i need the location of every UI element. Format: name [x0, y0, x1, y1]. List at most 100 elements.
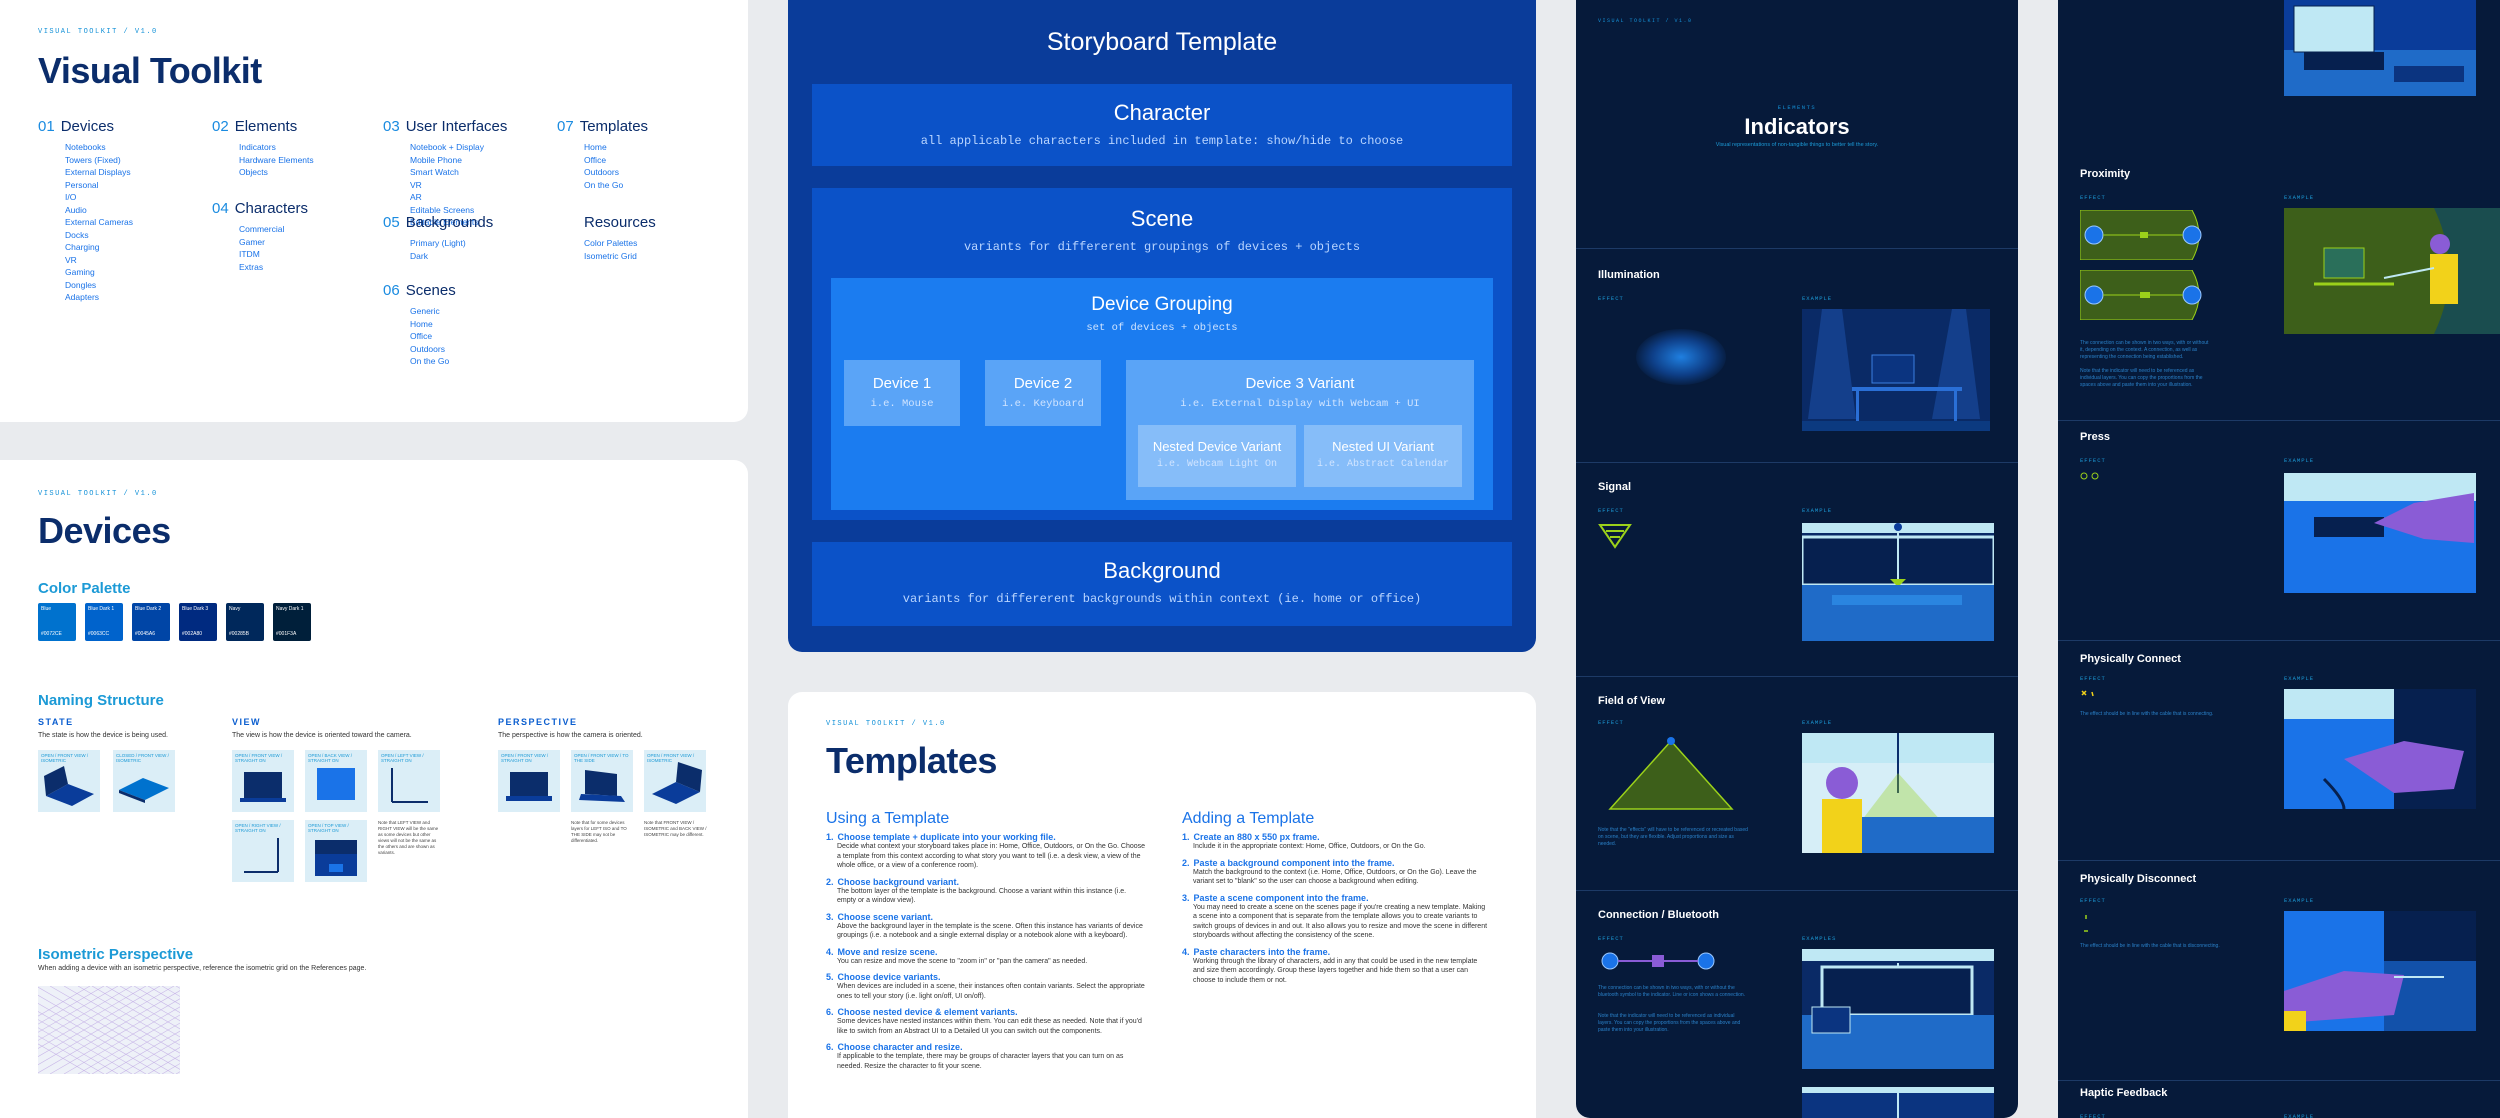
toc-link[interactable]: Charging	[65, 242, 100, 252]
fov-example	[1802, 733, 1994, 853]
disconnect-icon	[2084, 915, 2088, 932]
step-desc: The bottom layer of the template is the …	[837, 887, 1127, 905]
interactions-panel: Proximity EFFECT EXAMPLE The connection …	[2058, 0, 2500, 1118]
device-1: Device 1 i.e. Mouse	[844, 360, 960, 426]
step-desc: Working through the library of character…	[1193, 957, 1478, 984]
eyebrow: VISUAL TOOLKIT / V1.0	[826, 720, 946, 728]
perspective-thumb-straight: OPEN / FRONT VIEW / STRAIGHT ON	[498, 750, 560, 812]
view-desc: The view is how the device is oriented t…	[232, 732, 412, 739]
page-title: Indicators	[1744, 114, 1850, 139]
toc-link[interactable]: Outdoors	[584, 167, 619, 177]
perspective-note-1: Note that for some devices layers for LE…	[571, 820, 627, 843]
toc-link[interactable]: Office	[410, 331, 433, 341]
toc-link[interactable]: Notebooks	[65, 142, 106, 152]
toc-link[interactable]: External Cameras	[65, 217, 134, 227]
haptic-section: Haptic Feedback EFFECT EXAMPLE	[2058, 1080, 2500, 1118]
toc-link[interactable]: Home	[584, 142, 607, 152]
connect-section: Physically Connect EFFECT EXAMPLE The ef…	[2058, 640, 2500, 849]
view-thumb-left: OPEN / LEFT VIEW / STRAIGHT ON	[378, 750, 440, 812]
step-title: 2.Paste a background component into the …	[1182, 857, 1395, 868]
step-desc: Some devices have nested instances withi…	[837, 1018, 1142, 1035]
toc-link[interactable]: Smart Watch	[410, 167, 459, 177]
step-title: 3.Choose scene variant.	[826, 911, 934, 922]
step-title: 6.Choose character and resize.	[826, 1042, 963, 1052]
using-title: Using a Template	[826, 810, 950, 827]
toc-link[interactable]: Dark	[410, 250, 428, 261]
perspective-thumb-iso: OPEN / FRONT VIEW / ISOMETRIC	[644, 750, 706, 812]
toc-link[interactable]: VR	[65, 254, 77, 265]
toc-link[interactable]: External Displays	[65, 167, 131, 177]
connection-section: Connection / Bluetooth EFFECT EXAMPLES T…	[1576, 890, 2018, 1118]
toc-link[interactable]: Editable Elements	[410, 217, 479, 227]
step-title: 6.Choose nested device & element variant…	[826, 1007, 1018, 1017]
perspective-note-2: Note that FRONT VIEW / ISOMETRIC and BAC…	[644, 820, 707, 837]
toc-link[interactable]: Indicators	[239, 142, 276, 152]
disconnect-example	[2284, 911, 2476, 1031]
connection-example-1	[1802, 949, 1994, 1069]
eyebrow: VISUAL TOOLKIT / V1.0	[1598, 18, 1693, 24]
perspective-thumb-side: OPEN / FRONT VIEW / TO THE SIDE	[571, 750, 633, 812]
toc-link[interactable]: Mobile Phone	[410, 154, 462, 165]
step-desc: Include it in the appropriate context: H…	[1193, 843, 1426, 850]
toc-link[interactable]: Outdoors	[410, 343, 445, 354]
step-title: 2.Choose background variant.	[826, 876, 960, 887]
nested-device-variant: Nested Device Variant i.e. Webcam Light …	[1138, 425, 1296, 487]
step-title: 5.Choose device variants.	[826, 972, 941, 982]
connection-example-2	[1802, 1087, 1994, 1118]
page-title: Visual Toolkit	[38, 50, 262, 91]
toc-link[interactable]: Editable Screens	[410, 204, 475, 215]
toc-link[interactable]: Gamer	[239, 236, 265, 247]
toc-link[interactable]: Commercial	[239, 224, 285, 234]
eyebrow: VISUAL TOOLKIT / V1.0	[38, 490, 158, 498]
kicker: ELEMENTS	[1777, 104, 1817, 111]
toc-link[interactable]: Adapters	[65, 292, 100, 302]
toc-link[interactable]: I/O	[65, 192, 77, 202]
fov-effect	[1608, 737, 1734, 810]
toc-link[interactable]: Isometric Grid	[584, 250, 637, 261]
toc-link[interactable]: Office	[584, 154, 607, 165]
toc-link[interactable]: Generic	[410, 306, 440, 316]
toc-link[interactable]: Dongles	[65, 279, 97, 290]
illumination-section: Illumination EFFECT EXAMPLE	[1576, 248, 2018, 463]
naming-title: Naming Structure	[38, 692, 164, 709]
toc-link[interactable]: Towers (Fixed)	[65, 154, 121, 165]
toc-link[interactable]: Hardware Elements	[239, 154, 314, 165]
step-desc: When devices are included in a scene, th…	[837, 983, 1145, 1000]
toc-link[interactable]: Color Palettes	[584, 238, 638, 248]
view-title: VIEW	[232, 717, 262, 727]
toc-link[interactable]: On the Go	[584, 179, 624, 190]
toc-link[interactable]: Objects	[239, 167, 268, 177]
toc-link[interactable]: Notebook + Display	[410, 142, 484, 152]
view-thumb-back: OPEN / BACK VIEW / STRAIGHT ON	[305, 750, 367, 812]
toc-link[interactable]: Docks	[65, 229, 89, 240]
background-layer: Background variants for differerent back…	[812, 542, 1512, 626]
toc-link[interactable]: Audio	[65, 204, 87, 215]
connect-example	[2284, 689, 2476, 809]
toc-link[interactable]: VR	[410, 179, 422, 190]
device-2: Device 2 i.e. Keyboard	[985, 360, 1101, 426]
view-note: Note that LEFT VIEW and RIGHT VIEW will …	[378, 820, 439, 855]
toc-link[interactable]: ITDM	[239, 249, 260, 259]
step-desc: You may need to create a scene on the sc…	[1193, 903, 1488, 940]
color-swatch: Navy Dark 1#001F3A	[273, 603, 311, 641]
color-swatch: Blue#0072CE	[38, 603, 76, 641]
toc-link[interactable]: Home	[410, 318, 433, 329]
storyboard-title: Storyboard Template	[1046, 28, 1278, 56]
toc-link[interactable]: Gaming	[65, 267, 95, 277]
toc-link[interactable]: On the Go	[410, 356, 450, 366]
illumination-example	[1802, 309, 1990, 431]
using-steps: 1.Choose template + duplicate into your …	[826, 826, 1146, 1071]
toc-link[interactable]: Personal	[65, 179, 99, 190]
connect-icon	[2081, 690, 2094, 697]
color-swatch: Blue Dark 3#002A80	[179, 603, 217, 641]
toc-link[interactable]: Extras	[239, 261, 264, 272]
toc-link[interactable]: Primary (Light)	[410, 238, 466, 248]
templates-panel: VISUAL TOOLKIT / V1.0 Templates Using a …	[788, 692, 1536, 1118]
toc-link[interactable]: AR	[410, 192, 422, 202]
indicators-panel: VISUAL TOOLKIT / V1.0 ELEMENTS Indicator…	[1576, 0, 2018, 1118]
